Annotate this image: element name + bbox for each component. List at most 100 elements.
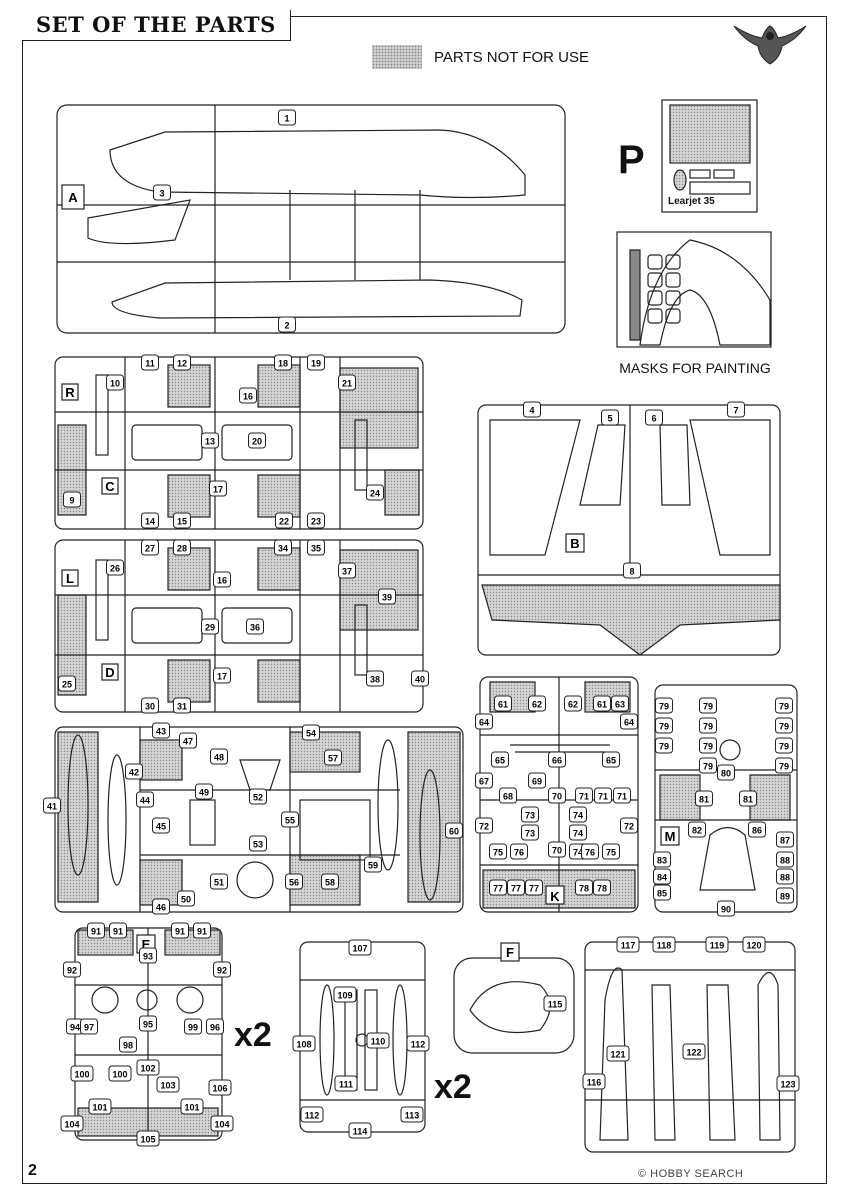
part-tag: 81 xyxy=(695,790,713,807)
part-tag: 49 xyxy=(195,783,213,800)
part-number: 75 xyxy=(606,848,616,858)
part-tag: 69 xyxy=(528,772,546,789)
part-tag: 61 xyxy=(494,695,512,712)
part-tag: 88 xyxy=(776,851,794,868)
part-number: 77 xyxy=(511,884,521,894)
page-frame xyxy=(22,16,827,1184)
sprue-letter-f: F xyxy=(506,945,514,960)
part-number: 1 xyxy=(284,114,289,124)
part-tag: 65 xyxy=(491,751,509,768)
part-number: 15 xyxy=(177,517,187,527)
part-number: 89 xyxy=(780,892,790,902)
part-number: 28 xyxy=(177,544,187,554)
part-number: 97 xyxy=(84,1023,94,1033)
part-tag: 111 xyxy=(334,1075,358,1092)
part-tag: 79 xyxy=(775,697,793,714)
part-number: 67 xyxy=(479,777,489,787)
part-number: 39 xyxy=(382,593,392,603)
part-number: 53 xyxy=(253,840,263,850)
part-tag: 77 xyxy=(507,879,525,896)
part-tag: 51 xyxy=(210,873,228,890)
part-number: 74 xyxy=(573,811,583,821)
part-number: 56 xyxy=(289,878,299,888)
part-tag: 114 xyxy=(348,1122,372,1139)
part-tag: 87 xyxy=(776,831,794,848)
part-tag: 67 xyxy=(475,772,493,789)
part-tag: 52 xyxy=(249,788,267,805)
part-tag: 93 xyxy=(139,947,157,964)
part-tag: 79 xyxy=(775,717,793,734)
part-number: 96 xyxy=(210,1023,220,1033)
part-number: 111 xyxy=(339,1080,353,1090)
part-tag: 108 xyxy=(292,1035,316,1052)
part-number: 65 xyxy=(606,756,616,766)
part-tag: 79 xyxy=(699,697,717,714)
part-number: 55 xyxy=(285,816,295,826)
part-number: 100 xyxy=(112,1070,127,1080)
part-tag: 109 xyxy=(333,986,357,1003)
part-number: 79 xyxy=(703,722,713,732)
part-number: 115 xyxy=(548,1000,563,1010)
part-number: 118 xyxy=(657,941,672,951)
part-tag: 62 xyxy=(528,695,546,712)
sprue-letter-k: K xyxy=(550,889,560,904)
part-number: 101 xyxy=(92,1103,107,1113)
part-number: 92 xyxy=(217,966,227,976)
part-tag: 40 xyxy=(411,670,429,687)
part-tag: 46 xyxy=(152,898,170,915)
part-tag: 54 xyxy=(302,724,320,741)
part-tag: 75 xyxy=(602,843,620,860)
part-tag: 64 xyxy=(620,713,638,730)
eagle-logo-icon xyxy=(733,25,807,65)
part-number: 68 xyxy=(503,792,513,802)
part-tag: 77 xyxy=(525,879,543,896)
part-number: 79 xyxy=(659,742,669,752)
page-number: 2 xyxy=(28,1162,37,1179)
part-number: 73 xyxy=(525,829,535,839)
part-number: 21 xyxy=(342,379,352,389)
part-tag: 43 xyxy=(152,722,170,739)
sprue-r xyxy=(54,356,424,530)
part-number: 71 xyxy=(579,792,589,802)
part-number: 79 xyxy=(779,702,789,712)
part-tag: 100 xyxy=(70,1065,94,1082)
part-number: 29 xyxy=(205,623,215,633)
part-number: 106 xyxy=(212,1084,227,1094)
part-tag: 29 xyxy=(201,618,219,635)
part-tag: 88 xyxy=(776,868,794,885)
part-tag: 39 xyxy=(378,588,396,605)
part-number: 79 xyxy=(779,722,789,732)
part-tag: 77 xyxy=(489,879,507,896)
part-number: 73 xyxy=(525,811,535,821)
part-tag: 16 xyxy=(213,571,231,588)
part-tag: 18 xyxy=(274,354,292,371)
part-tag: 6 xyxy=(645,409,663,426)
part-tag: 44 xyxy=(136,791,154,808)
part-tag: 79 xyxy=(699,737,717,754)
part-number: 22 xyxy=(279,517,289,527)
part-number: 20 xyxy=(252,437,262,447)
part-number: 88 xyxy=(780,856,790,866)
part-number: 81 xyxy=(699,795,709,805)
part-number: 34 xyxy=(278,544,288,554)
part-tag: 122 xyxy=(682,1043,706,1060)
part-number: 4 xyxy=(529,406,534,416)
part-tag: 25 xyxy=(58,675,76,692)
page-title: SET OF THE PARTS xyxy=(22,10,291,41)
part-number: 5 xyxy=(607,414,612,424)
part-number: 79 xyxy=(659,702,669,712)
sprue-letter-c: C xyxy=(105,479,115,494)
part-tag: 75 xyxy=(489,843,507,860)
part-number: 79 xyxy=(779,742,789,752)
part-tag: 110 xyxy=(366,1032,390,1049)
part-tag: 92 xyxy=(213,961,231,978)
part-number: 104 xyxy=(64,1120,79,1130)
part-tag: 1 xyxy=(278,109,296,126)
part-number: 35 xyxy=(311,544,321,554)
photo-etch-letter: P xyxy=(618,138,645,182)
part-number: 16 xyxy=(243,392,253,402)
part-tag: 63 xyxy=(611,695,629,712)
part-number: 104 xyxy=(214,1120,229,1130)
part-number: 114 xyxy=(353,1127,368,1137)
